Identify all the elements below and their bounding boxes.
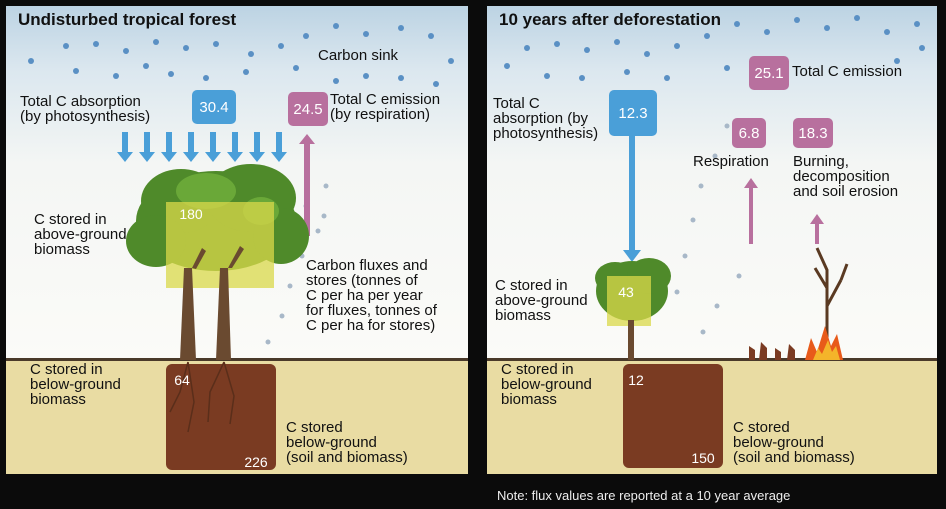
fire <box>805 326 843 360</box>
left-emission-label: Total C emission (by respiration) <box>330 91 441 123</box>
tree-stumps <box>749 342 795 360</box>
panel-after-deforestation: 10 years after deforestation 25.1 Total … <box>487 6 937 474</box>
dead-tree <box>813 247 849 360</box>
left-below-total-label: C stored below-ground (soil and biomass) <box>286 419 408 466</box>
carbon-droplets <box>28 23 454 87</box>
right-below-bio-value: 12 <box>628 372 644 388</box>
below-ground-store-box <box>166 364 276 470</box>
right-below-total-value: 150 <box>691 450 715 466</box>
right-absorption-value: 12.3 <box>609 90 657 136</box>
carbon-droplets <box>504 15 925 81</box>
carbon-sink-label: Carbon sink <box>318 47 399 64</box>
left-below-total-value: 226 <box>244 454 268 470</box>
left-below-bio-label: C stored in below-ground biomass <box>30 361 121 408</box>
small-tree-trunk <box>628 320 634 360</box>
burning-arrow <box>810 214 824 244</box>
tree-trunks <box>180 246 244 360</box>
respiration-label: Respiration <box>693 153 769 170</box>
left-illustration <box>28 23 454 470</box>
left-above-label: C stored in above-ground biomass <box>34 211 127 258</box>
right-absorption-label: Total C absorption (by photosynthesis) <box>493 95 599 142</box>
left-above-value: 180 <box>179 206 203 222</box>
flux-legend: Carbon fluxes and stores (tonnes of C pe… <box>306 257 437 334</box>
right-below-bio-label: C stored in below-ground biomass <box>501 361 592 408</box>
right-above-value: 43 <box>618 284 634 300</box>
right-emission-label: Total C emission <box>792 63 903 80</box>
right-above-label: C stored in above-ground biomass <box>495 277 588 324</box>
footnote: Note: flux values are reported at a 10 y… <box>497 488 791 503</box>
right-title: 10 years after deforestation <box>499 10 722 29</box>
above-ground-store-box <box>607 276 651 326</box>
left-absorption-value: 30.4 <box>192 90 236 124</box>
absorption-arrows <box>117 132 287 162</box>
right-below-total-label: C stored below-ground (soil and biomass) <box>733 419 855 466</box>
left-below-bio-value: 64 <box>174 372 190 388</box>
below-ground-store-box <box>623 364 723 468</box>
left-absorption-label: Total C absorption (by photosynthesis) <box>20 93 151 125</box>
emission-arrow <box>299 134 315 236</box>
left-title: Undisturbed tropical forest <box>18 10 237 29</box>
panel-undisturbed-forest: Undisturbed tropical forest Carbon sink … <box>6 6 468 474</box>
respiration-arrow <box>744 178 758 244</box>
sky <box>487 6 937 358</box>
burning-label: Burning, decomposition and soil erosion <box>793 153 899 200</box>
right-emission-value: 25.1 <box>749 56 789 90</box>
left-emission-value: 24.5 <box>288 92 328 126</box>
burning-value: 18.3 <box>793 118 833 148</box>
right-illustration <box>504 15 925 468</box>
absorption-arrow <box>623 126 641 262</box>
respiration-value: 6.8 <box>732 118 766 148</box>
